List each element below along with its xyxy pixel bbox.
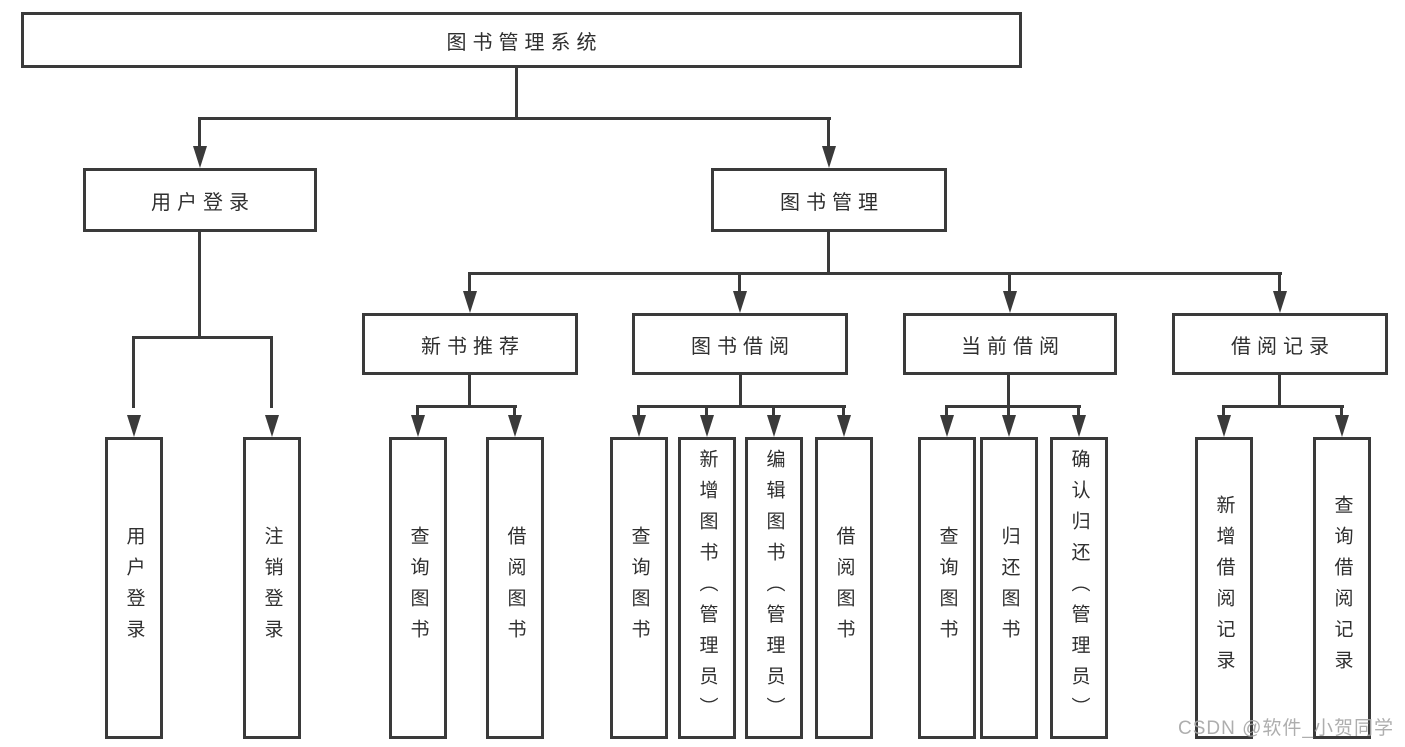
arrow-query-books-d1 xyxy=(940,415,954,437)
connector-drop-add-books-c2 xyxy=(705,405,708,416)
arrow-add-books-c2 xyxy=(700,415,714,437)
connector-drop-add-record-e1 xyxy=(1222,405,1225,416)
connector-drop-confirm-return-d3 xyxy=(1077,405,1080,416)
leaf-add-borrow-record-label: 新增借阅记录 xyxy=(1213,495,1235,681)
connector-drop-user-login xyxy=(198,117,201,150)
connector-drop-query-books-b1 xyxy=(416,405,419,416)
leaf-borrow-books-borrow-label: 借阅图书 xyxy=(833,526,855,650)
arrow-add-record-e1 xyxy=(1217,415,1231,437)
csdn-watermark: CSDN @软件_小贺同学 xyxy=(1178,718,1394,739)
leaf-logout: 注销登录 xyxy=(243,437,301,739)
arrow-logout-leaf xyxy=(265,415,279,437)
connector-drop-book-management xyxy=(827,117,830,150)
node-book-borrow-label: 图书借阅 xyxy=(691,335,795,358)
connector-root-stem xyxy=(515,68,518,120)
connector-level3-rail xyxy=(468,272,1282,275)
node-library-system: 图书管理系统 xyxy=(21,12,1022,68)
leaf-confirm-return-admin-label: 确认归还（管理员） xyxy=(1068,448,1090,728)
node-new-book-recommend: 新书推荐 xyxy=(362,313,578,375)
node-current-borrow-label: 当前借阅 xyxy=(961,335,1065,358)
node-new-book-recommend-label: 新书推荐 xyxy=(421,335,525,358)
connector-drop-query-books-d1 xyxy=(945,405,948,416)
node-book-management: 图书管理 xyxy=(711,168,947,232)
arrow-current-borrow xyxy=(1003,291,1017,313)
connector-current-borrow-rail xyxy=(945,405,1081,408)
connector-drop-query-books-c1 xyxy=(637,405,640,416)
leaf-add-borrow-record: 新增借阅记录 xyxy=(1195,437,1253,739)
arrow-edit-books-c3 xyxy=(767,415,781,437)
node-library-system-label: 图书管理系统 xyxy=(446,31,603,54)
connector-drop-edit-books-c3 xyxy=(772,405,775,416)
arrow-user-login xyxy=(193,146,207,168)
leaf-query-books-current: 查询图书 xyxy=(918,437,976,739)
connector-book-borrow-rail xyxy=(637,405,846,408)
leaf-user-login: 用户登录 xyxy=(105,437,163,739)
connector-drop-current-borrow xyxy=(1008,272,1011,292)
arrow-new-book xyxy=(463,291,477,313)
leaf-edit-books-admin-label: 编辑图书（管理员） xyxy=(763,448,785,728)
leaf-query-books-newbook: 查询图书 xyxy=(389,437,447,739)
leaf-return-books-label: 归还图书 xyxy=(998,526,1020,650)
leaf-query-books-borrow-label: 查询图书 xyxy=(628,526,650,650)
connector-drop-borrow-records xyxy=(1278,272,1281,292)
node-borrow-records: 借阅记录 xyxy=(1172,313,1388,375)
leaf-query-books-newbook-label: 查询图书 xyxy=(407,526,429,650)
leaf-logout-label: 注销登录 xyxy=(261,526,283,650)
node-borrow-records-label: 借阅记录 xyxy=(1231,335,1335,358)
node-user-login: 用户登录 xyxy=(83,168,317,232)
leaf-user-login-label: 用户登录 xyxy=(123,526,145,650)
arrow-query-books-b1 xyxy=(411,415,425,437)
connector-drop-book-borrow xyxy=(738,272,741,292)
connector-drop-login-leaf xyxy=(132,336,135,408)
arrow-confirm-return-d3 xyxy=(1072,415,1086,437)
arrow-borrow-books-b2 xyxy=(508,415,522,437)
leaf-borrow-books-newbook: 借阅图书 xyxy=(486,437,544,739)
connector-new-book-rail xyxy=(416,405,517,408)
arrow-borrow-records xyxy=(1273,291,1287,313)
leaf-edit-books-admin: 编辑图书（管理员） xyxy=(745,437,803,739)
connector-user-login-stem xyxy=(198,232,201,339)
arrow-login-leaf xyxy=(127,415,141,437)
connector-current-borrow-stem xyxy=(1007,375,1010,408)
leaf-confirm-return-admin: 确认归还（管理员） xyxy=(1050,437,1108,739)
leaf-query-books-current-label: 查询图书 xyxy=(936,526,958,650)
connector-book-borrow-stem xyxy=(739,375,742,408)
node-current-borrow: 当前借阅 xyxy=(903,313,1117,375)
arrow-book-management xyxy=(822,146,836,168)
leaf-query-books-borrow: 查询图书 xyxy=(610,437,668,739)
leaf-query-borrow-record-label: 查询借阅记录 xyxy=(1331,495,1353,681)
connector-drop-borrow-books-c4 xyxy=(842,405,845,416)
leaf-borrow-books-newbook-label: 借阅图书 xyxy=(504,526,526,650)
connector-drop-return-books-d2 xyxy=(1007,405,1010,416)
leaf-query-borrow-record: 查询借阅记录 xyxy=(1313,437,1371,739)
connector-borrow-records-rail xyxy=(1222,405,1344,408)
connector-user-login-rail xyxy=(132,336,273,339)
connector-drop-borrow-books-b2 xyxy=(513,405,516,416)
connector-drop-query-record-e2 xyxy=(1340,405,1343,416)
leaf-return-books: 归还图书 xyxy=(980,437,1038,739)
connector-drop-new-book xyxy=(468,272,471,292)
arrow-query-record-e2 xyxy=(1335,415,1349,437)
node-book-borrow: 图书借阅 xyxy=(632,313,848,375)
node-user-login-label: 用户登录 xyxy=(151,191,255,214)
connector-book-management-stem xyxy=(827,232,830,275)
arrow-borrow-books-c4 xyxy=(837,415,851,437)
leaf-borrow-books-borrow: 借阅图书 xyxy=(815,437,873,739)
arrow-book-borrow xyxy=(733,291,747,313)
connector-drop-logout-leaf xyxy=(270,336,273,408)
connector-new-book-stem xyxy=(468,375,471,408)
leaf-add-books-admin-label: 新增图书（管理员） xyxy=(696,448,718,728)
connector-level2-rail xyxy=(198,117,831,120)
leaf-add-books-admin: 新增图书（管理员） xyxy=(678,437,736,739)
arrow-query-books-c1 xyxy=(632,415,646,437)
connector-borrow-records-stem xyxy=(1278,375,1281,408)
node-book-management-label: 图书管理 xyxy=(780,191,884,214)
arrow-return-books-d2 xyxy=(1002,415,1016,437)
